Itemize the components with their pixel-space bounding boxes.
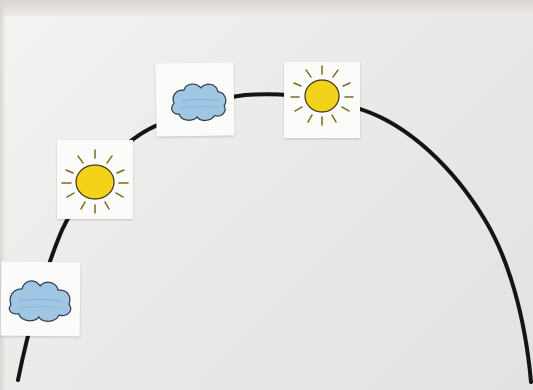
cloud-icon [8,280,72,322]
sun-card [57,140,133,219]
sun-icon [290,65,354,126]
sun-card [284,62,360,138]
sun-icon [61,149,129,214]
paper-left-shadow [0,0,6,390]
cloud-icon [171,83,227,122]
cloud-card [0,261,81,337]
cloud-card [155,62,235,137]
paper-top-shadow [0,0,533,16]
